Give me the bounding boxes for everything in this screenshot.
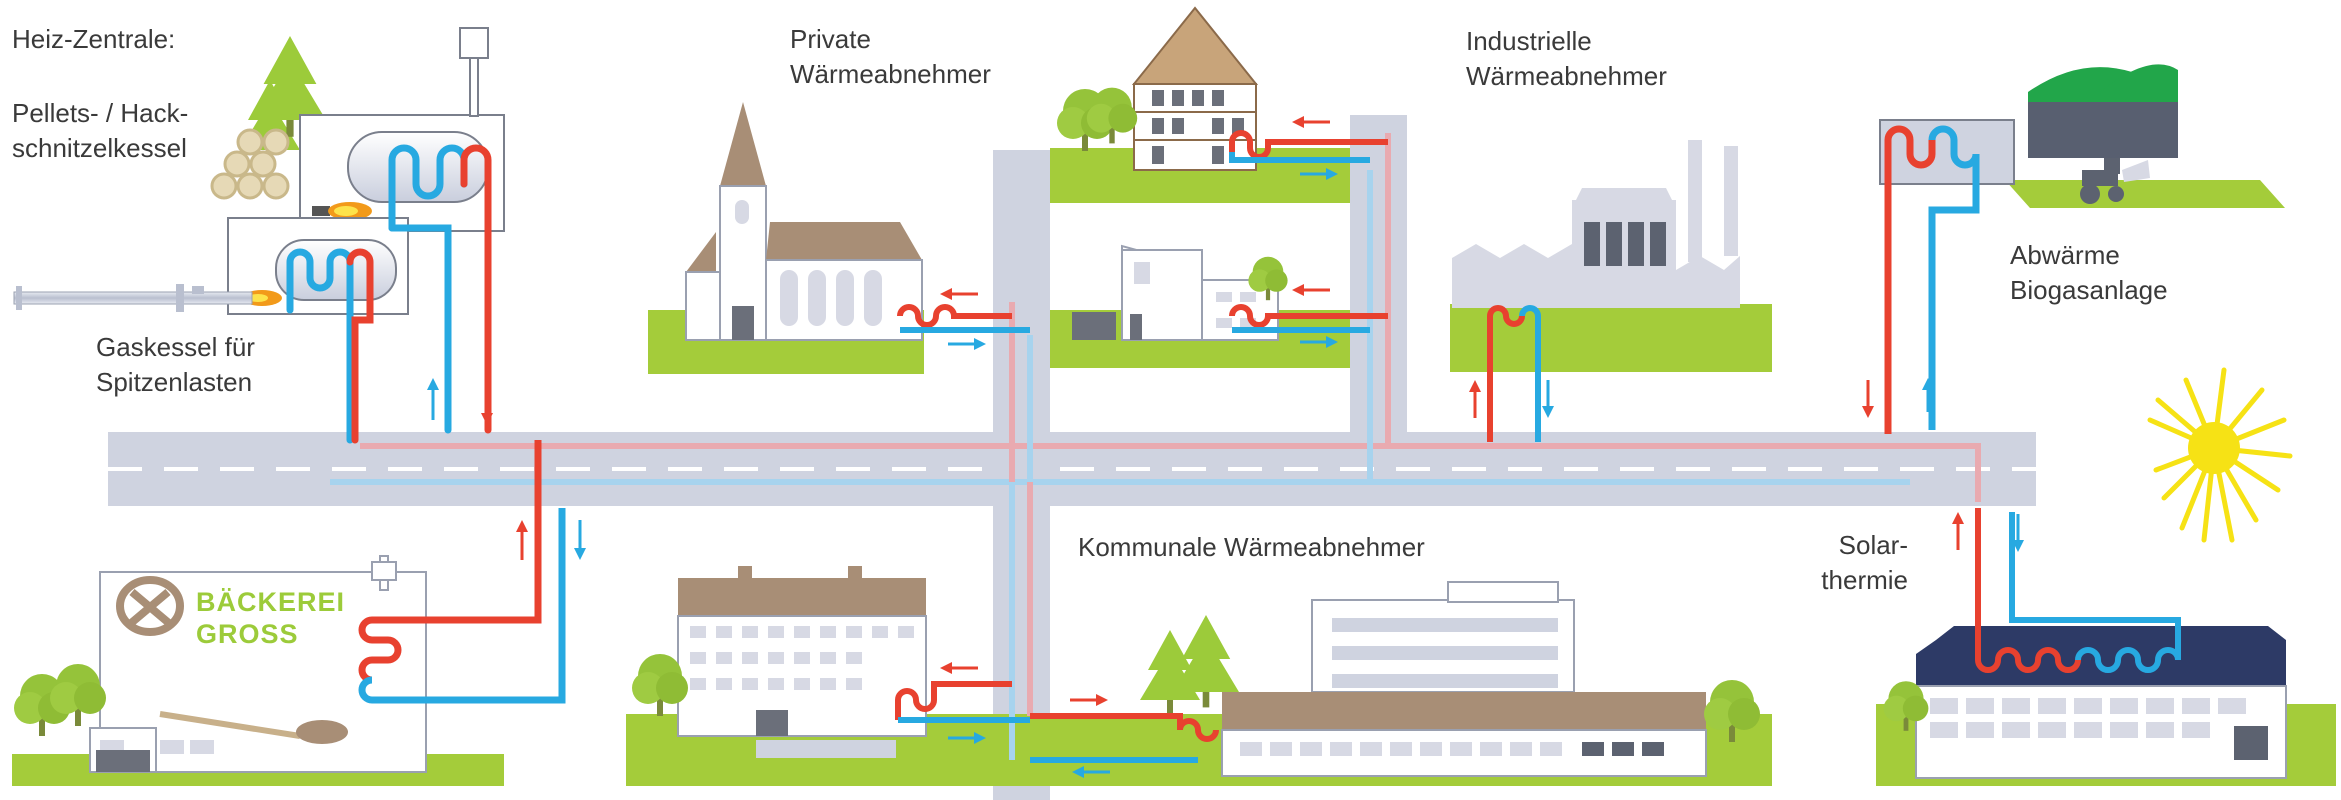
municipal-hall bbox=[1140, 581, 1760, 777]
heating-center bbox=[13, 27, 505, 315]
arrow-icon bbox=[1469, 380, 1554, 418]
arrow-icon bbox=[427, 378, 493, 425]
bakery: BÄCKEREI GROSS bbox=[14, 555, 427, 773]
heat-exchanger-icon bbox=[286, 144, 492, 444]
arrow-icon bbox=[1072, 766, 1110, 778]
label-industrie-line1: Industrielle bbox=[1466, 26, 1592, 56]
label-heiz-zentrale: Heiz-Zentrale: bbox=[12, 24, 176, 54]
arrow-icon bbox=[1952, 512, 2024, 552]
arrow-icon bbox=[940, 662, 978, 674]
label-solar-line2: thermie bbox=[1821, 565, 1908, 595]
bakery-name-line2: GROSS bbox=[196, 619, 299, 649]
church bbox=[685, 102, 923, 341]
label-municipal-consumers: Kommunale Wärmeabnehmer bbox=[1078, 532, 1425, 562]
arrow-icon bbox=[948, 338, 986, 350]
arrow-icon bbox=[516, 520, 586, 560]
arrow-icon bbox=[1070, 694, 1108, 706]
biogas-plant bbox=[1879, 64, 2178, 204]
label-private-consumers: Private Wärmeabnehmer bbox=[790, 22, 991, 92]
label-solar-line1: Solar- bbox=[1838, 530, 1908, 560]
arrow-icon bbox=[1292, 116, 1330, 128]
pipe-network bbox=[330, 133, 1981, 760]
arrow-icon bbox=[1862, 378, 1934, 418]
tractor-icon bbox=[2080, 158, 2150, 204]
label-pellets-line2: schnitzelkessel bbox=[12, 133, 187, 163]
label-biogas-waste-heat: Abwärme Biogasanlage bbox=[2010, 238, 2168, 308]
pretzel-icon bbox=[116, 576, 184, 636]
flow-arrows bbox=[940, 116, 1338, 778]
label-private-line2: Wärmeabnehmer bbox=[790, 59, 991, 89]
apartment-block bbox=[632, 566, 927, 758]
arrow-icon bbox=[1292, 284, 1330, 296]
label-industrial-consumers: Industrielle Wärmeabnehmer bbox=[1466, 24, 1667, 94]
arrow-icon bbox=[1300, 168, 1338, 180]
sun-icon bbox=[2147, 367, 2293, 543]
half-timbered-house bbox=[1057, 6, 1259, 171]
arrow-icon bbox=[1300, 336, 1338, 348]
label-solar-thermal: Solar- thermie bbox=[1790, 528, 1908, 598]
modern-house bbox=[1072, 244, 1288, 341]
factory bbox=[1452, 140, 1740, 308]
label-gaskessel-line1: Gaskessel für bbox=[96, 332, 255, 362]
label-industrie-line2: Wärmeabnehmer bbox=[1466, 61, 1667, 91]
label-abwaerme-line1: Abwärme bbox=[2010, 240, 2120, 270]
solar-thermal-building bbox=[1883, 626, 2287, 779]
label-abwaerme-line2: Biogasanlage bbox=[2010, 275, 2168, 305]
label-gaskessel-line2: Spitzenlasten bbox=[96, 367, 253, 397]
arrow-icon bbox=[948, 732, 986, 744]
wood-log-pile bbox=[210, 128, 290, 200]
arrow-icon bbox=[940, 288, 978, 300]
label-private-line1: Private bbox=[790, 24, 871, 54]
flame-icon bbox=[312, 202, 372, 220]
bakery-name-line1: BÄCKEREI bbox=[196, 587, 345, 617]
label-pellets-boiler: Pellets- / Hack- schnitzelkessel bbox=[12, 96, 188, 166]
label-gas-boiler: Gaskessel für Spitzenlasten bbox=[96, 330, 255, 400]
label-pellets-line1: Pellets- / Hack- bbox=[12, 98, 189, 128]
